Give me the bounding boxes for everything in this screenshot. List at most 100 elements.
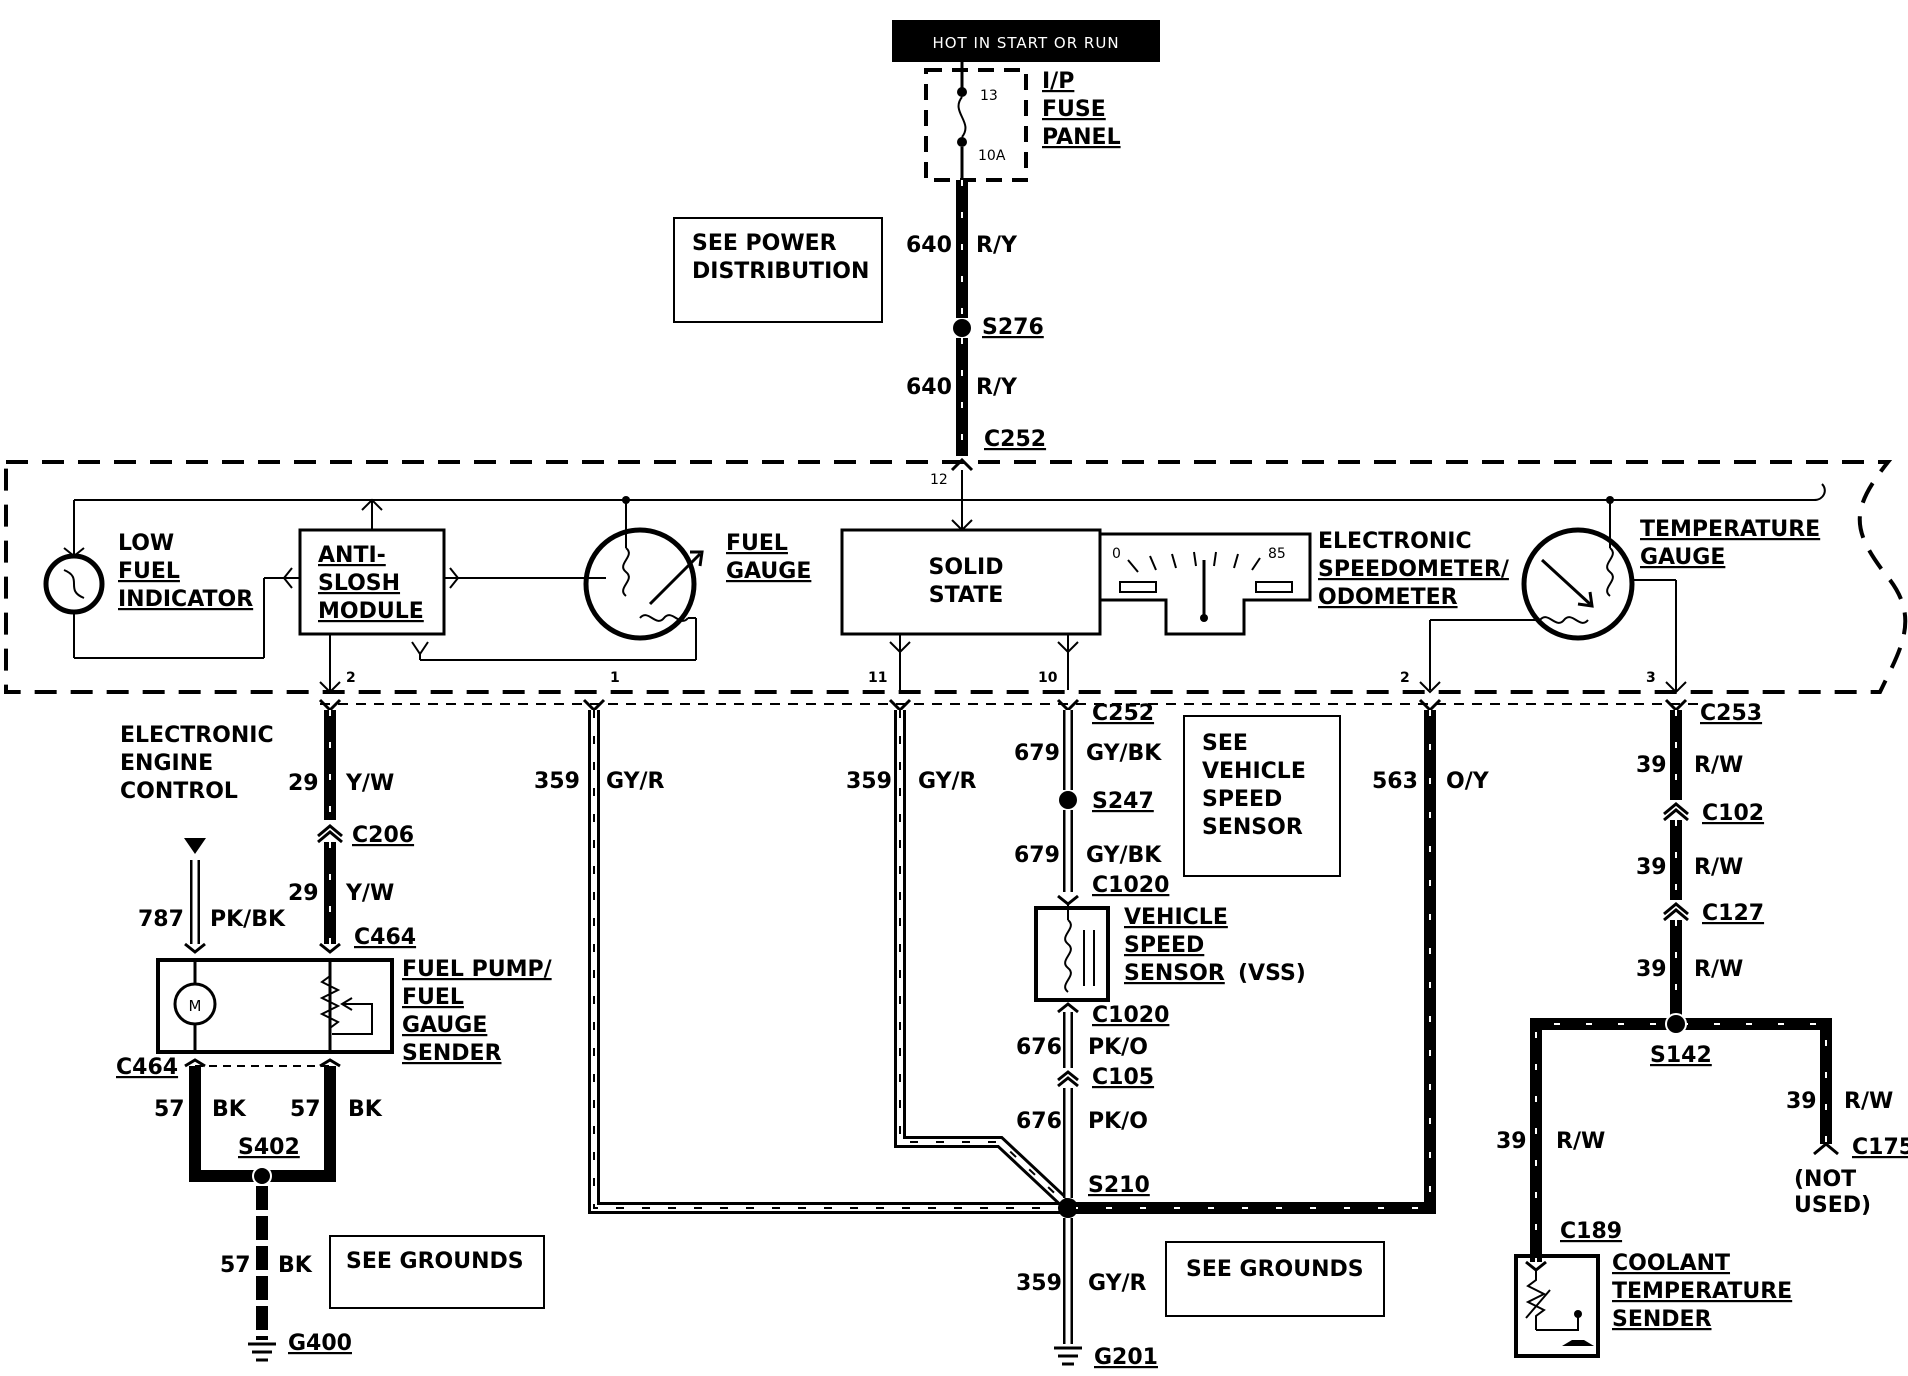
circuit-39-left: 39 — [1496, 1129, 1527, 1154]
speedometer-scale-max: 85 — [1268, 546, 1286, 562]
color-gyr-wire2: GY/R — [918, 769, 977, 794]
wire-359-gyr-1 — [588, 710, 1070, 1214]
low-fuel-label-3: INDICATOR — [118, 587, 253, 612]
connector-c464-bottom-label: C464 — [116, 1055, 178, 1080]
fuse-panel-label-3: PANEL — [1042, 125, 1121, 150]
connector-c127-icon — [1663, 902, 1689, 922]
connector-c175-label: C175 — [1852, 1135, 1908, 1160]
see-grounds-left-box — [329, 1235, 545, 1309]
coolant-sender-label-3: SENDER — [1612, 1307, 1712, 1332]
fuel-gauge-icon — [583, 527, 697, 641]
circuit-359-wire1: 359 — [534, 769, 580, 794]
fuel-pump-motor-label: M — [189, 997, 202, 1015]
low-fuel-label-2: FUEL — [118, 559, 180, 584]
pin-11: 11 — [868, 670, 887, 686]
splice-s142-label: S142 — [1650, 1043, 1712, 1068]
circuit-359-ground: 359 — [1016, 1271, 1062, 1296]
color-rw-left: R/W — [1556, 1129, 1605, 1154]
temperature-gauge-label-1: TEMPERATURE — [1640, 517, 1820, 542]
speedometer-display-icon — [1098, 532, 1312, 636]
speedometer-label-3: ODOMETER — [1318, 585, 1458, 610]
color-rw-c: R/W — [1694, 957, 1743, 982]
connector-c252-bottom-label: C252 — [1092, 701, 1154, 726]
pin-2-left: 2 — [346, 670, 356, 686]
temperature-gauge-label-2: GAUGE — [1640, 545, 1725, 570]
pin-10: 10 — [1038, 670, 1058, 686]
speedometer-scale-min: 0 — [1112, 546, 1121, 562]
fuel-sender-label-4: SENDER — [402, 1041, 502, 1066]
fuse-terminal-bottom — [957, 137, 967, 147]
connector-c253-label: C253 — [1700, 701, 1762, 726]
circuit-39-right: 39 — [1786, 1089, 1817, 1114]
solid-state-box — [840, 528, 1102, 636]
fuse-panel-label-1: I/P — [1042, 69, 1074, 94]
color-gyr-wire1: GY/R — [606, 769, 665, 794]
color-rw-b: R/W — [1694, 855, 1743, 880]
connector-c175-icon — [1813, 1142, 1839, 1156]
not-used-line-1: (NOT — [1794, 1167, 1856, 1192]
see-grounds-right-box — [1165, 1241, 1385, 1317]
splice-s276 — [953, 319, 971, 337]
circuit-29-a: 29 — [288, 771, 319, 796]
fuse-pin-number: 13 — [980, 88, 998, 104]
vss-label-suffix: (VSS) — [1238, 961, 1306, 986]
low-fuel-label-1: LOW — [118, 531, 174, 556]
color-yw-b: Y/W — [345, 881, 394, 906]
connector-c1020-top-label: C1020 — [1092, 873, 1169, 898]
connector-c206-icon — [317, 824, 343, 844]
fuse-panel-label-2: FUSE — [1042, 97, 1106, 122]
see-vss-label-3: SPEED — [1202, 787, 1282, 812]
anti-slosh-label-1: ANTI- — [318, 543, 386, 568]
see-power-line-2: DISTRIBUTION — [692, 259, 869, 284]
color-yw-a: Y/W — [345, 771, 394, 796]
fuel-sender-label-2: FUEL — [402, 985, 464, 1010]
splice-s402 — [252, 1166, 272, 1186]
solid-state-label-1: SOLID — [928, 555, 1003, 580]
coolant-sender-box — [1514, 1254, 1600, 1358]
color-gyr-ground: GY/R — [1088, 1271, 1147, 1296]
see-grounds-left-label: SEE GROUNDS — [346, 1249, 524, 1274]
see-vss-label-1: SEE — [1202, 731, 1248, 756]
color-gybk-a: GY/BK — [1086, 741, 1162, 766]
vss-label-2: SPEED — [1124, 933, 1204, 958]
circuit-39-b: 39 — [1636, 855, 1667, 880]
circuit-640-lower: 640 — [906, 375, 952, 400]
pk-bk-arrow-icon — [184, 838, 206, 854]
anti-slosh-label-2: SLOSH — [318, 571, 400, 596]
color-rw-right: R/W — [1844, 1089, 1893, 1114]
circuit-57-down: 57 — [220, 1253, 251, 1278]
circuit-676-a: 676 — [1016, 1035, 1062, 1060]
ground-g400-label: G400 — [288, 1331, 352, 1356]
circuit-679-b: 679 — [1014, 843, 1060, 868]
see-grounds-right-label: SEE GROUNDS — [1186, 1257, 1364, 1282]
color-gybk-b: GY/BK — [1086, 843, 1162, 868]
see-power-box — [673, 217, 883, 323]
connector-c1020-bottom-label: C1020 — [1092, 1003, 1169, 1028]
temperature-gauge-icon — [1521, 527, 1635, 641]
anti-slosh-label-3: MODULE — [318, 599, 424, 624]
circuit-563: 563 — [1372, 769, 1418, 794]
pin-2-right: 2 — [1400, 670, 1410, 686]
splice-s210-label: S210 — [1088, 1173, 1150, 1198]
eec-label-2: ENGINE — [120, 751, 213, 776]
splice-s142 — [1665, 1013, 1687, 1035]
color-bk-down: BK — [278, 1253, 313, 1278]
color-oy: O/Y — [1446, 769, 1490, 794]
fuse-terminal-top — [957, 87, 967, 97]
color-bk-right: BK — [348, 1097, 383, 1122]
splice-s276-label: S276 — [982, 315, 1044, 340]
see-vss-box — [1183, 715, 1341, 877]
color-pkbk: PK/BK — [210, 907, 286, 932]
splice-s247 — [1059, 791, 1077, 809]
eec-label-1: ELECTRONIC — [120, 723, 274, 748]
see-vss-label-4: SENSOR — [1202, 815, 1303, 840]
hot-in-start-run-label: HOT IN START OR RUN — [932, 34, 1119, 52]
circuit-640-upper: 640 — [906, 233, 952, 258]
hot-in-start-run-banner — [892, 20, 1160, 62]
splice-s210 — [1058, 1198, 1078, 1218]
vss-sensor-box — [1034, 906, 1110, 1002]
speedometer-label-2: SPEEDOMETER/ — [1318, 557, 1510, 582]
vss-coil-icon — [1064, 919, 1072, 993]
connector-c189-label: C189 — [1560, 1219, 1622, 1244]
speedometer-label-1: ELECTRONIC — [1318, 529, 1472, 554]
